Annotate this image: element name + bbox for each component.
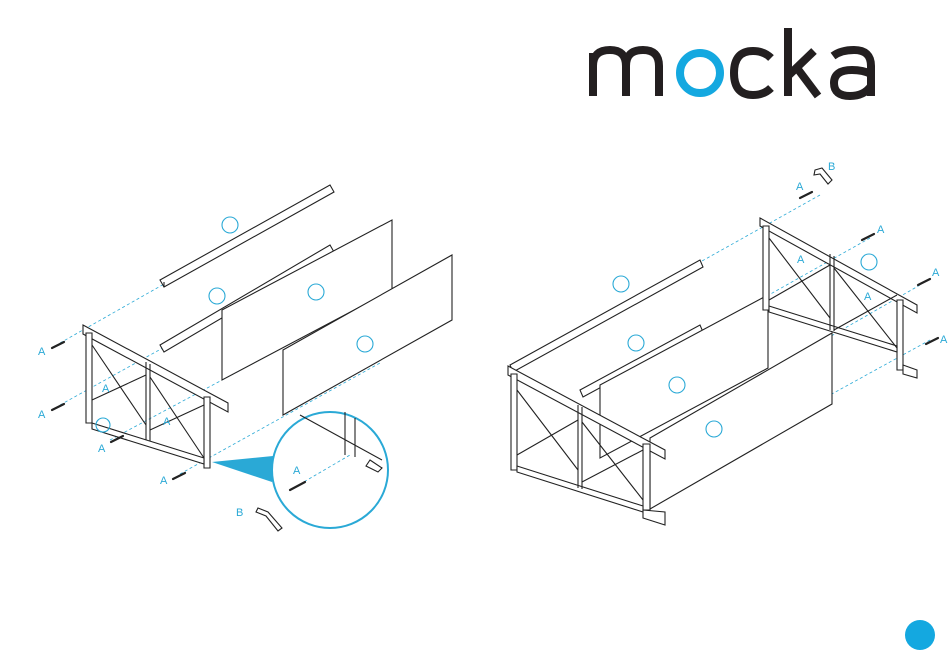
side-frame-bottom [769, 306, 897, 352]
side-frame-top [760, 218, 917, 313]
side-frame-leg [204, 397, 210, 468]
svg-text:A: A [864, 291, 872, 303]
side-frame-bottom [517, 466, 643, 512]
page-marker-icon [905, 620, 935, 650]
allen-key-icon [256, 508, 282, 531]
side-frame-leg [643, 444, 650, 510]
screw-label: A [877, 224, 885, 236]
svg-text:A: A [797, 254, 805, 266]
svg-text:A: A [163, 416, 171, 428]
svg-text:A: A [102, 383, 110, 395]
side-frame-divider [146, 362, 150, 441]
side-frame-leg [897, 300, 903, 370]
part-marker [209, 288, 225, 304]
side-frame-divider [578, 405, 582, 489]
screw-label: A [38, 346, 46, 358]
allen-key-label: B [236, 507, 243, 519]
part-marker [628, 335, 644, 351]
screw-label: A [38, 409, 46, 421]
step-1-exploded-view: A A A A A A A B [38, 185, 452, 531]
screw-icon [173, 473, 185, 479]
part-marker [222, 217, 238, 233]
screw-label: A [98, 443, 106, 455]
screw-label: A [796, 181, 804, 193]
side-frame-leg [763, 226, 769, 310]
screw-icon [52, 404, 64, 410]
side-frame-leg [86, 333, 92, 423]
alignment-line [830, 340, 930, 395]
zoom-callout [272, 412, 388, 528]
screw-icon [52, 342, 64, 348]
screw-icon [918, 279, 930, 285]
step-2-assembled-view: B A A A A A [508, 161, 948, 525]
part-marker [861, 254, 877, 270]
screw-label: A [293, 465, 301, 477]
allen-key-label: B [828, 161, 835, 173]
screw-label: A [932, 267, 940, 279]
screw-label: A [160, 475, 168, 487]
side-frame-leg [511, 374, 517, 470]
part-marker [613, 276, 629, 292]
screw-label: A [940, 334, 948, 346]
